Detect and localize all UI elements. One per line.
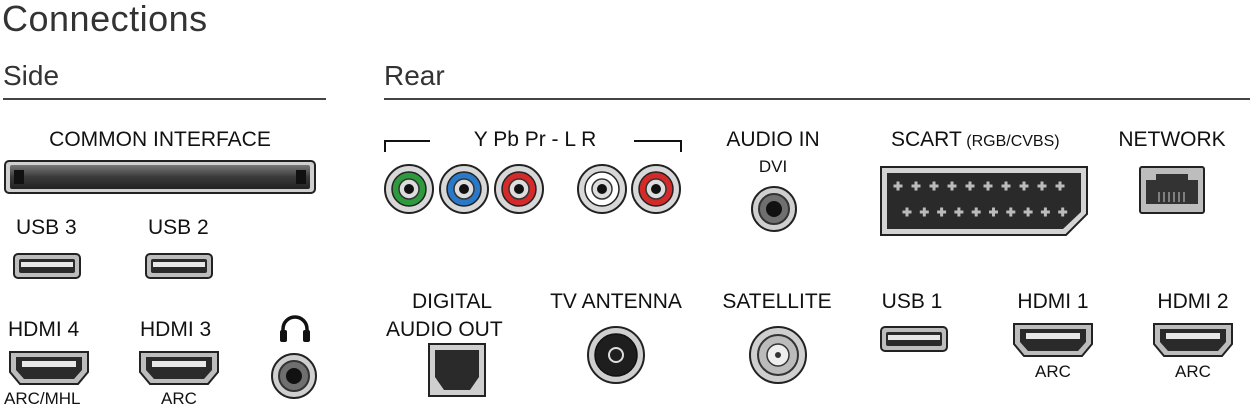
scart-pin xyxy=(919,207,929,217)
hdmi1-sub-label: ARC xyxy=(1035,362,1071,381)
scart-pin xyxy=(1058,207,1068,217)
usb2-port[interactable] xyxy=(145,253,213,279)
scart-pin xyxy=(937,207,947,217)
tv-antenna-port[interactable] xyxy=(586,325,646,385)
scart-pin xyxy=(965,181,975,191)
satellite-label: SATELLITE xyxy=(722,290,832,313)
hdmi2-sub-label: ARC xyxy=(1175,362,1211,381)
audio-l-jack[interactable] xyxy=(577,164,627,214)
ypbpr-label: Y Pb Pr - L R xyxy=(473,128,597,151)
audio-in-label: AUDIO IN xyxy=(726,128,820,151)
scart-pin xyxy=(902,207,912,217)
usb2-label: USB 2 xyxy=(148,216,209,239)
scart-pin xyxy=(1006,207,1016,217)
hdmi4-sub-label: ARC/MHL xyxy=(4,389,81,408)
scart-pin xyxy=(893,181,903,191)
usb3-port[interactable] xyxy=(13,253,81,279)
scart-pin xyxy=(1037,181,1047,191)
hdmi1-label: HDMI 1 xyxy=(1017,290,1089,313)
scart-label: SCART xyxy=(891,128,962,151)
y-jack[interactable] xyxy=(384,164,434,214)
hdmi4-label: HDMI 4 xyxy=(8,318,80,341)
digital-audio-out-port[interactable] xyxy=(428,343,486,397)
network-label: NETWORK xyxy=(1118,128,1226,151)
scart-pin xyxy=(1001,181,1011,191)
network-port[interactable] xyxy=(1139,166,1205,214)
ypbpr-bracket xyxy=(384,140,682,152)
scart-pin xyxy=(983,181,993,191)
component-jacks xyxy=(384,164,681,214)
rear-heading: Rear xyxy=(384,60,445,91)
scart-pin xyxy=(947,181,957,191)
hdmi1-port[interactable] xyxy=(1012,322,1094,358)
page-title: Connections xyxy=(2,0,208,39)
hdmi2-port[interactable] xyxy=(1152,322,1234,358)
usb1-label: USB 1 xyxy=(881,290,943,313)
scart-pin xyxy=(1040,207,1050,217)
rear-divider xyxy=(384,98,1250,100)
hdmi3-sub-label: ARC xyxy=(161,389,197,408)
scart-pin xyxy=(1019,181,1029,191)
common-interface-label: COMMON INTERFACE xyxy=(49,128,271,151)
scart-pin xyxy=(971,207,981,217)
common-interface-slot[interactable] xyxy=(4,160,316,194)
satellite-port[interactable] xyxy=(748,325,808,385)
scart-pin xyxy=(929,181,939,191)
scart-label-group: SCART (RGB/CVBS) xyxy=(891,128,1060,152)
scart-pin xyxy=(989,207,998,217)
headphone-jack[interactable] xyxy=(270,352,318,400)
scart-sub-label: (RGB/CVBS) xyxy=(966,133,1060,150)
audio-in-jack[interactable] xyxy=(750,185,798,233)
audio-r-jack[interactable] xyxy=(631,164,681,214)
hdmi2-label: HDMI 2 xyxy=(1157,290,1229,313)
digital-audio-out-label-1: DIGITAL xyxy=(411,290,493,313)
usb3-label: USB 3 xyxy=(16,216,77,239)
scart-pin xyxy=(911,181,921,191)
audio-in-sub-label: DVI xyxy=(758,157,788,176)
tv-antenna-label: TV ANTENNA xyxy=(550,290,682,313)
usb1-port[interactable] xyxy=(880,326,948,352)
side-heading: Side xyxy=(3,60,60,91)
pb-jack[interactable] xyxy=(439,164,489,214)
side-divider xyxy=(3,98,326,100)
scart-pin xyxy=(1055,181,1065,191)
scart-pin xyxy=(1023,207,1033,217)
scart-port[interactable] xyxy=(878,164,1090,238)
hdmi3-port[interactable] xyxy=(138,350,220,386)
hdmi4-port[interactable] xyxy=(8,350,90,386)
headphones-icon xyxy=(280,315,310,342)
digital-audio-out-label-2: AUDIO OUT xyxy=(386,318,503,341)
pr-jack[interactable] xyxy=(494,164,544,214)
scart-pin xyxy=(954,207,964,217)
hdmi3-label: HDMI 3 xyxy=(140,318,212,341)
